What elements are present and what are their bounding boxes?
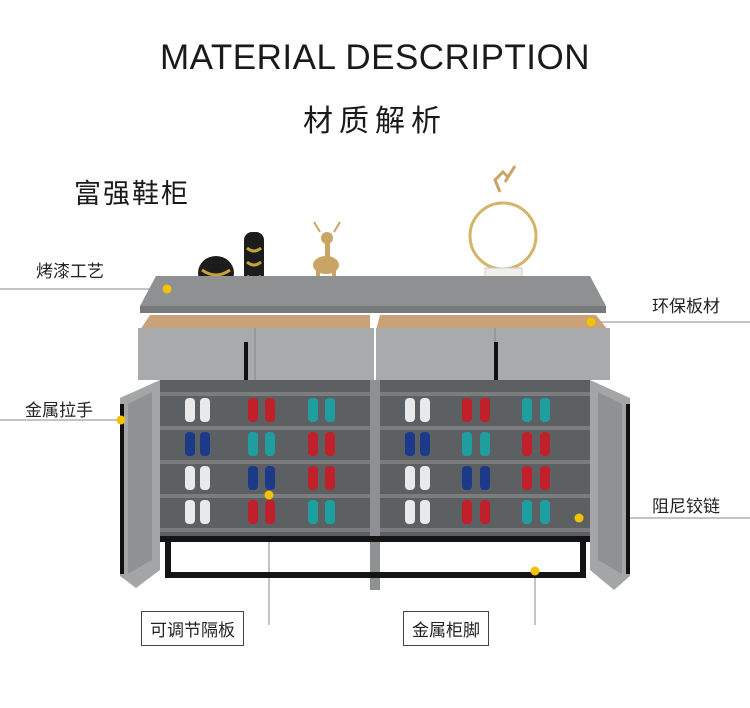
- marker-eco-board: [586, 317, 596, 327]
- marker-metal-legs: [530, 566, 540, 576]
- door-right: [590, 380, 630, 590]
- door-right-handle: [626, 404, 630, 574]
- metal-legs: [160, 536, 590, 578]
- shoes: [185, 398, 550, 524]
- drawer-right-handle: [494, 342, 498, 384]
- product-name: 富强鞋柜: [74, 179, 190, 210]
- feature-label-paint: 烤漆工艺: [36, 262, 104, 282]
- drawer-left-handle: [244, 342, 248, 384]
- feature-label-metal-legs: 金属柜脚: [403, 611, 489, 646]
- cabinet-top: [140, 276, 606, 306]
- decor-deer: [313, 221, 341, 288]
- page-title-en: MATERIAL DESCRIPTION: [159, 38, 591, 77]
- page-title-cn: 材质解析: [303, 104, 447, 139]
- feature-label-metal-handle: 金属拉手: [25, 401, 93, 421]
- marker-adjustable-shelf: [264, 490, 274, 500]
- door-left: [120, 380, 160, 588]
- marker-paint: [162, 284, 172, 294]
- marker-damping-hinge: [574, 513, 584, 523]
- drawer-right: [376, 315, 610, 384]
- door-left-handle: [120, 404, 124, 574]
- decor-ring-sculpture: [468, 165, 538, 295]
- marker-metal-handle: [116, 415, 126, 425]
- feature-label-adjustable-shelf: 可调节隔板: [141, 611, 244, 646]
- drawer-left: [138, 315, 374, 384]
- feature-label-damping-hinge: 阻尼铰链: [652, 497, 720, 517]
- feature-label-eco-board: 环保板材: [652, 297, 720, 317]
